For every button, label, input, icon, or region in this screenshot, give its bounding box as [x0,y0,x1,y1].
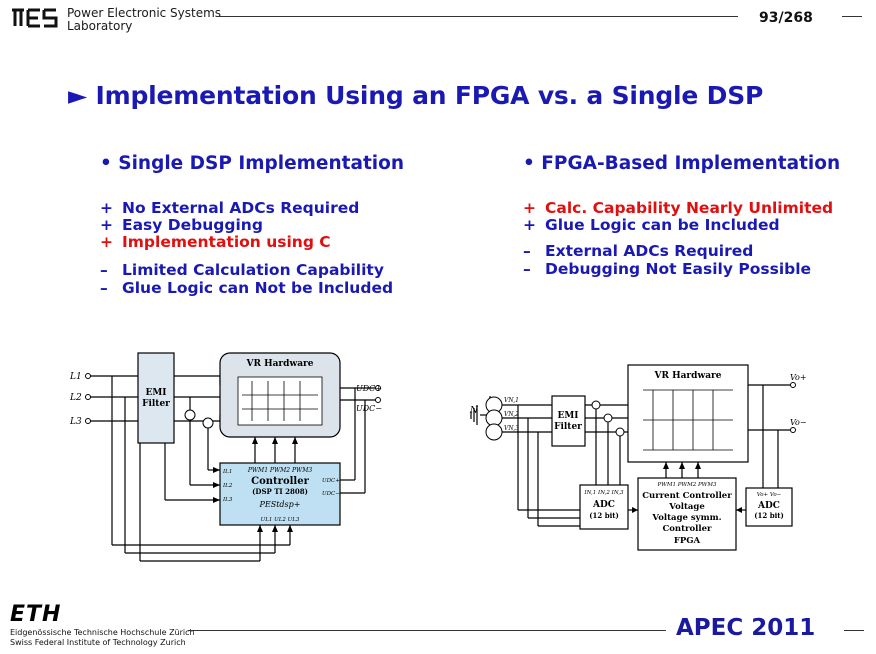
vr-hardware-label: VR Hardware [245,359,313,369]
udc-minus-label: UDC− [356,404,382,413]
apec-logo: APEC 2011 [676,615,816,641]
lab-name-line2: Laboratory [67,19,133,33]
neutral-label: N [469,406,479,416]
adc-voltage-inputs: Vo+ Vo− [757,492,782,498]
pwm-label: PWM1 PWM2 PWM3 [247,467,312,474]
adc-block-current [579,484,629,530]
vn1-label: VN,1 [504,397,519,404]
right-item-4-text: Debugging Not Easily Possible [545,260,812,278]
left-item-1: + No External ADCs Required [100,199,359,217]
left-item-5: –Glue Logic can Not be Included [100,279,393,297]
brand-label: PEStdsp+ [259,500,301,509]
page-number: 93/268 [759,10,813,26]
fpga-block [637,477,737,551]
left-item-4: –Limited Calculation Capability [100,261,384,279]
il3-label: IL3 [222,497,233,503]
right-item-1-text: Calc. Capability Nearly Unlimited [545,199,834,217]
filter-label-fpga: Filter [554,422,582,432]
right-item-2: + Glue Logic can be Included [523,216,780,234]
right-item-4-symbol: – [523,260,531,278]
emi-filter-block [137,352,175,444]
left-item-2-symbol: + [100,216,113,234]
left-item-2-text: Easy Debugging [122,216,263,234]
left-item-2: + Easy Debugging [100,216,263,234]
right-item-3-text: External ADCs Required [545,242,754,260]
adc-voltage-bits: (12 bit) [754,511,784,520]
footer-rule-right [844,630,864,631]
vn3-label: VN,3 [504,425,519,432]
right-item-1-symbol: + [523,199,536,217]
udc-plus-in-label: UDC+ [322,478,340,484]
left-item-4-text: Limited Calculation Capability [122,261,384,279]
left-item-3-text: Implementation using C [122,233,331,251]
vn2-label: VN,2 [504,411,519,418]
fpga-voltage-symm: Voltage symm. [651,513,721,523]
il1-label: IL1 [222,469,232,475]
l3-label: L3 [69,417,82,427]
fpga-block-diagram: EMI Filter VR Hardware IN,1 IN,2 IN,3 AD… [469,364,807,551]
left-item-1-text: No External ADCs Required [122,199,360,217]
emi-label-fpga: EMI [557,411,578,421]
fpga-pwm-label: PWM1 PWM2 PWM3 [657,482,717,488]
vo-minus-label: Vo− [790,418,807,427]
left-item-3-symbol: + [100,233,113,251]
vr-hardware-label-fpga: VR Hardware [653,371,721,381]
dsp-controller-block [219,462,341,526]
right-item-2-text: Glue Logic can be Included [545,216,780,234]
header-rule [218,16,738,17]
left-item-1-symbol: + [100,199,113,217]
right-column-heading: • FPGA-Based Implementation [523,153,841,174]
l2-label: L2 [69,393,82,403]
eth-logo: ETH [10,602,62,627]
emi-filter-block-fpga [551,395,586,447]
ul-labels: UL1 UL2 UL3 [261,517,300,523]
eth-name-german: Eidgenössische Technische Hochschule Zür… [10,628,195,637]
dsp-model-label: (DSP TI 2808) [252,487,308,496]
fpga-current-controller: Current Controller [642,491,732,501]
emi-label: EMI [145,388,166,398]
udc-plus-label: UDC+ [356,384,382,393]
adc-current-bits: (12 bit) [589,511,619,520]
left-item-3: + Implementation using C [100,233,331,251]
right-item-3-symbol: – [523,242,531,260]
left-item-5-symbol: – [100,279,108,297]
header-rule-right [842,16,862,17]
ground-symbol [470,405,478,425]
l1-label: L1 [69,372,82,382]
vr-rectifier-schematic-fpga [643,389,733,451]
right-item-4: –Debugging Not Easily Possible [523,260,811,278]
footer-rule [188,630,666,631]
slide-title: ► Implementation Using an FPGA vs. a Sin… [68,81,764,110]
pes-logo [12,8,58,28]
dsp-block-diagram: EMI Filter VR Hardware PWM1 PWM2 PWM3 Co… [69,352,382,562]
adc-voltage-label: ADC [757,501,780,511]
left-column-heading: • Single DSP Implementation [100,153,405,174]
right-item-1: + Calc. Capability Nearly Unlimited [523,199,833,217]
vo-plus-label: Vo+ [790,373,807,382]
eth-name-english: Swiss Federal Institute of Technology Zu… [10,638,186,647]
adc-current-inputs: IN,1 IN,2 IN,3 [583,490,624,496]
il2-label: IL2 [222,483,233,489]
right-item-2-symbol: + [523,216,536,234]
fpga-voltage: Voltage [668,502,705,512]
fpga-controller: Controller [662,524,712,534]
controller-label: Controller [251,476,309,487]
adc-block-voltage [745,487,793,527]
eth-name: Eidgenössische Technische Hochschule Zür… [10,628,195,648]
fpga-label: FPGA [674,536,701,546]
lab-name: Power Electronic Systems Laboratory [67,7,221,33]
filter-label: Filter [142,399,170,409]
lab-name-line1: Power Electronic Systems [67,6,222,20]
left-item-4-symbol: – [100,261,108,279]
left-item-5-text: Glue Logic can Not be Included [122,279,394,297]
vr-rectifier-schematic [237,376,323,426]
right-item-3: –External ADCs Required [523,242,753,260]
adc-current-label: ADC [592,500,615,510]
udc-minus-in-label: UDC− [322,491,340,497]
vr-hardware-block-fpga [627,364,749,463]
